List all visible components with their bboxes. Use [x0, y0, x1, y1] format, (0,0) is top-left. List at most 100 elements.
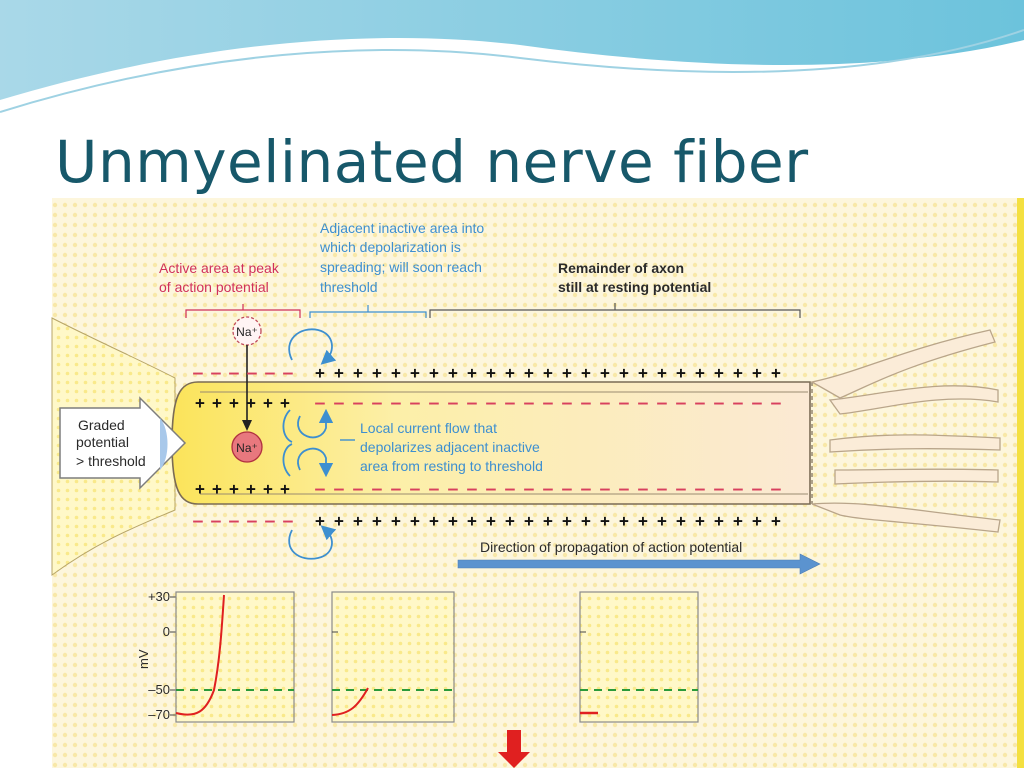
negative-charge: –: [771, 479, 781, 498]
positive-charge: +: [353, 363, 363, 382]
negative-charge: –: [448, 479, 458, 498]
negative-charge: –: [193, 363, 203, 382]
negative-charge: –: [229, 363, 239, 382]
negative-charge: –: [619, 393, 629, 412]
negative-charge: –: [600, 479, 610, 498]
negative-charge: –: [193, 511, 203, 530]
positive-charge: +: [410, 363, 420, 382]
positive-charge: +: [619, 363, 629, 382]
yellow-right-edge: [1017, 198, 1024, 768]
positive-charge: +: [657, 511, 667, 530]
positive-charge: +: [771, 511, 781, 530]
positive-charge: +: [505, 511, 515, 530]
negative-charge: –: [714, 479, 724, 498]
svg-text:Direction of propagation of ac: Direction of propagation of action poten…: [480, 539, 742, 555]
positive-charge: +: [195, 393, 205, 412]
positive-charge: +: [467, 511, 477, 530]
graded-label-line3: > threshold: [76, 453, 146, 469]
positive-charge: +: [676, 511, 686, 530]
positive-charge: +: [771, 363, 781, 382]
negative-charge: –: [733, 393, 743, 412]
positive-charge: +: [600, 511, 610, 530]
positive-charge: +: [714, 363, 724, 382]
remainder-label: Remainder of axon still at resting poten…: [429, 260, 801, 318]
positive-charge: +: [486, 363, 496, 382]
positive-charge: +: [600, 363, 610, 382]
negative-charge: –: [334, 479, 344, 498]
graph-3: [579, 591, 699, 723]
negative-charge: –: [562, 393, 572, 412]
local-current-label: Local current flow that depolarizes adja…: [340, 420, 543, 474]
negative-charge: –: [247, 511, 257, 530]
positive-charge: +: [315, 511, 325, 530]
negative-charge: –: [315, 393, 325, 412]
graded-label-line1: Graded: [78, 417, 125, 433]
positive-charge: +: [543, 363, 553, 382]
svg-text:+30: +30: [148, 589, 170, 604]
positive-charge: +: [280, 393, 290, 412]
positive-charge: +: [195, 479, 205, 498]
negative-charge: –: [714, 393, 724, 412]
negative-charge: –: [524, 479, 534, 498]
positive-charge: +: [695, 511, 705, 530]
positive-charge: +: [524, 511, 534, 530]
positive-charge: +: [334, 511, 344, 530]
negative-charge: –: [524, 393, 534, 412]
negative-charge: –: [265, 363, 275, 382]
negative-charge: –: [638, 393, 648, 412]
svg-text:Local current flow that: Local current flow that: [360, 420, 497, 436]
membrane-charges: ––––––+++++++++++++++++++++++++++++++–––…: [193, 363, 781, 530]
graded-label-line2: potential: [76, 434, 129, 450]
adjacent-area-label: Adjacent inactive area into which depola…: [309, 220, 484, 318]
negative-charge: –: [619, 479, 629, 498]
negative-charge: –: [391, 393, 401, 412]
svg-text:spreading; will soon reach: spreading; will soon reach: [320, 259, 482, 275]
positive-charge: +: [543, 511, 553, 530]
positive-charge: +: [524, 363, 534, 382]
svg-text:of action potential: of action potential: [159, 279, 269, 295]
positive-charge: +: [263, 479, 273, 498]
positive-charge: +: [429, 511, 439, 530]
negative-charge: –: [229, 511, 239, 530]
positive-charge: +: [638, 511, 648, 530]
positive-charge: +: [505, 363, 515, 382]
positive-charge: +: [467, 363, 477, 382]
svg-text:depolarizes adjacent inactive: depolarizes adjacent inactive: [360, 439, 540, 455]
positive-charge: +: [372, 363, 382, 382]
negative-charge: –: [391, 479, 401, 498]
positive-charge: +: [315, 363, 325, 382]
sodium-ion-outside: Na⁺: [232, 316, 262, 346]
positive-charge: +: [229, 479, 239, 498]
negative-charge: –: [372, 479, 382, 498]
positive-charge: +: [676, 363, 686, 382]
negative-charge: –: [695, 393, 705, 412]
negative-charge: –: [448, 393, 458, 412]
negative-charge: –: [211, 511, 221, 530]
positive-charge: +: [391, 363, 401, 382]
negative-charge: –: [581, 479, 591, 498]
positive-charge: +: [429, 363, 439, 382]
svg-text:Adjacent inactive area into: Adjacent inactive area into: [320, 220, 484, 236]
graph-2: [331, 591, 455, 723]
axon-terminals: [810, 329, 1001, 533]
negative-charge: –: [410, 393, 420, 412]
graph-1: [175, 591, 295, 723]
negative-charge: –: [752, 393, 762, 412]
slide-title: Unmyelinated nerve fiber: [55, 128, 809, 196]
negative-charge: –: [505, 393, 515, 412]
positive-charge: +: [229, 393, 239, 412]
positive-charge: +: [448, 511, 458, 530]
svg-text:Na⁺: Na⁺: [236, 441, 258, 455]
svg-text:Active area at peak: Active area at peak: [159, 260, 280, 276]
positive-charge: +: [246, 479, 256, 498]
negative-charge: –: [600, 393, 610, 412]
svg-text:Na⁺: Na⁺: [236, 325, 258, 339]
graphs: mV +30 0 –50 –70: [136, 589, 699, 723]
local-current-loops: [282, 328, 337, 560]
active-area-label: Active area at peak of action potential: [159, 260, 301, 318]
positive-charge: +: [353, 511, 363, 530]
negative-charge: –: [211, 363, 221, 382]
negative-charge: –: [695, 479, 705, 498]
negative-charge: –: [505, 479, 515, 498]
